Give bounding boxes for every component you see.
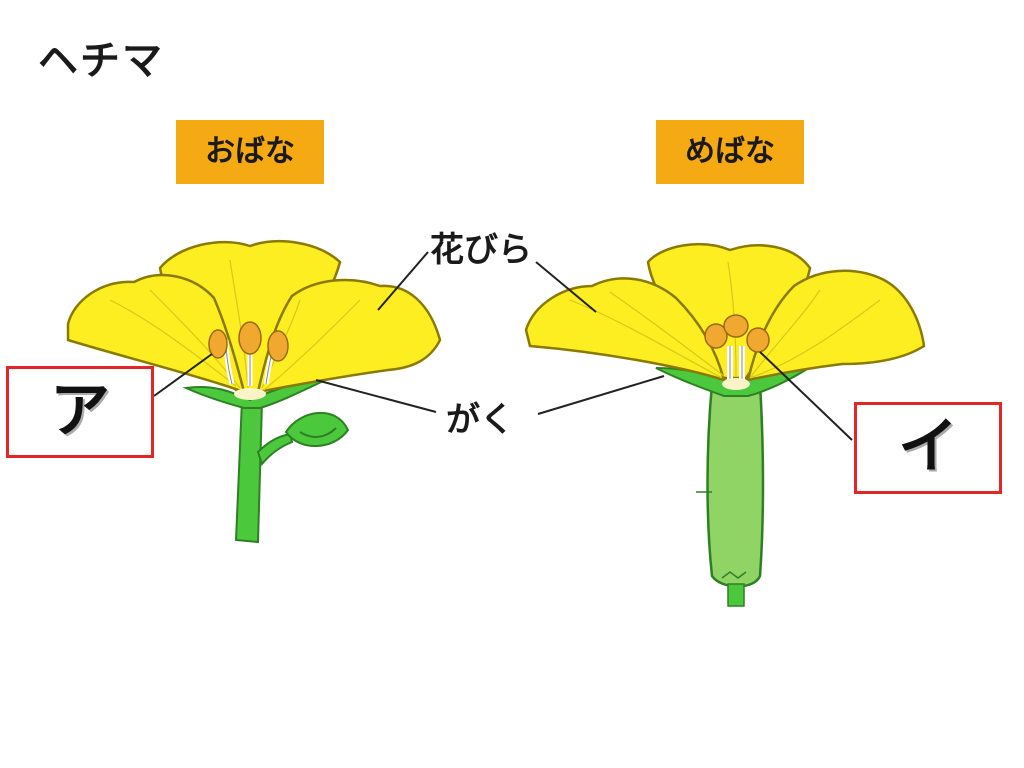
answer-box-a: ア bbox=[6, 366, 154, 458]
sepal-label: がく bbox=[446, 400, 514, 440]
female-ovary bbox=[706, 382, 765, 588]
female-pistil bbox=[704, 314, 770, 390]
female-flower-label: めばな bbox=[656, 120, 804, 184]
female-petal-left bbox=[524, 277, 726, 382]
female-petal-right bbox=[746, 269, 926, 382]
male-stem bbox=[234, 398, 264, 544]
female-stalk bbox=[727, 583, 745, 607]
male-flower-label: おばな bbox=[176, 120, 324, 184]
male-leaf-bud bbox=[284, 412, 350, 447]
male-branch bbox=[256, 432, 294, 467]
male-stamens bbox=[208, 321, 289, 400]
male-petal-right bbox=[256, 278, 442, 394]
petal-label: 花びら bbox=[430, 230, 532, 270]
page-title: ヘチマ bbox=[38, 38, 164, 84]
answer-box-i: イ bbox=[854, 402, 1002, 494]
leader-lines bbox=[153, 251, 853, 441]
female-flower bbox=[524, 243, 926, 607]
